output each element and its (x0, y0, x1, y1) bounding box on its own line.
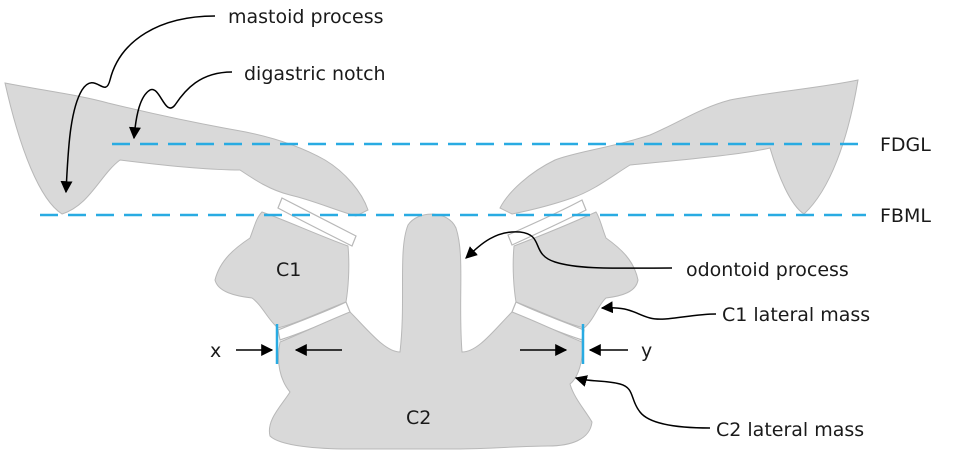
mastoid-process-label: mastoid process (228, 6, 384, 28)
c1-lateral-mass-label: C1 lateral mass (722, 304, 870, 326)
c1-lateral-mass-leader (600, 301, 717, 320)
fdgl-label: FDGL (880, 134, 931, 156)
odontoid-process-label: odontoid process (686, 259, 849, 281)
mastoid-leader (60, 15, 216, 194)
c1-label: C1 (276, 259, 301, 281)
left-skull-base (4, 82, 369, 217)
digastric-notch-label: digastric notch (244, 63, 386, 85)
x-label: x (210, 340, 221, 362)
c2-label: C2 (406, 407, 431, 429)
right-skull-base (499, 79, 859, 215)
c2-lateral-mass-label: C2 lateral mass (716, 419, 864, 441)
c1-right-lateral-mass (512, 211, 639, 329)
digastric-notch-leader (128, 71, 233, 140)
y-label: y (641, 340, 652, 362)
left-atlanto-occipital-joint (277, 197, 357, 247)
odontoid-leader (465, 231, 673, 269)
c2-lateral-mass-leader (574, 375, 711, 429)
fbml-label: FBML (880, 205, 931, 227)
c1-left-lateral-mass (214, 211, 350, 329)
